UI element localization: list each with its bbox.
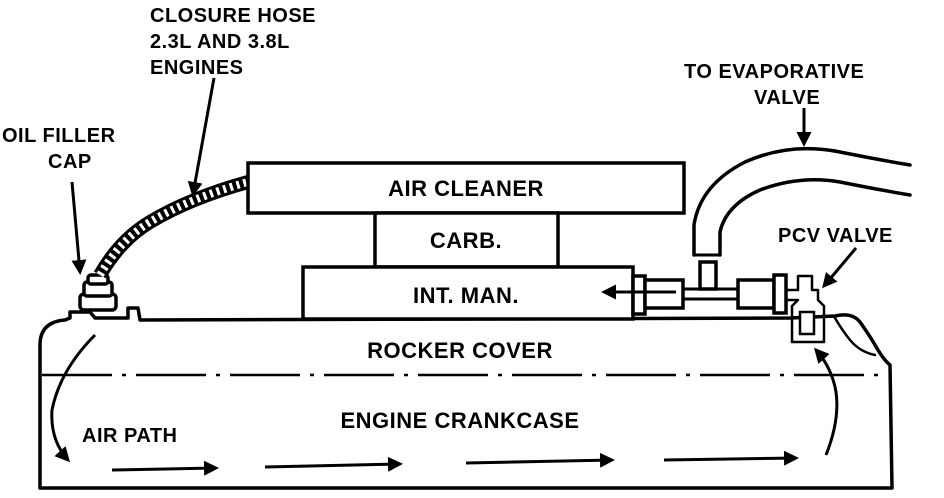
to-evap-label-1: TO EVAPORATIVE	[684, 61, 864, 83]
rocker-cover-right-step	[833, 316, 877, 357]
air-path-arrow-3	[465, 452, 615, 468]
closure-hose-label-3: ENGINES	[150, 57, 244, 79]
pcv-valve-label: PCV VALVE	[778, 225, 893, 247]
air-path-arrow-1	[111, 460, 219, 476]
to-evap-label-2: VALVE	[754, 87, 820, 109]
carb-label: CARB.	[430, 228, 502, 253]
air-path-down-left	[50, 333, 97, 463]
air-cleaner-box	[246, 161, 686, 215]
engine-crankcase-label: ENGINE CRANKCASE	[340, 408, 579, 433]
air-path-arrow-2	[264, 456, 403, 472]
int-man-label: INT. MAN.	[413, 283, 519, 308]
oil-filler-cap	[78, 273, 118, 312]
oil-filler-label-1: OIL FILLER	[2, 125, 116, 147]
closure-hose	[93, 175, 250, 279]
closure-hose-leader	[187, 77, 216, 197]
air-cleaner-label: AIR CLEANER	[388, 176, 544, 201]
air-path-up-right	[814, 347, 839, 456]
closure-hose-ribs	[96, 178, 250, 277]
pcv-valve-leader	[822, 247, 858, 289]
rocker-cover-label: ROCKER COVER	[367, 338, 553, 363]
engine-block-outline	[38, 306, 894, 490]
oil-filler-leader	[70, 181, 87, 275]
pcv-valve-body	[784, 274, 826, 344]
carb-box	[373, 211, 560, 269]
air-path-label: AIR PATH	[82, 425, 177, 447]
evap-hose-inner	[718, 178, 912, 257]
evap-hose-outer	[692, 146, 912, 257]
intake-manifold-box	[301, 265, 635, 321]
closure-hose-label-2: 2.3L AND 3.8L	[150, 31, 290, 53]
closure-hose-label-1: CLOSURE HOSE	[150, 5, 316, 27]
oil-filler-label-2: CAP	[48, 151, 92, 173]
pcv-tube-assembly	[631, 260, 788, 316]
air-path-arrow-4	[663, 450, 799, 466]
